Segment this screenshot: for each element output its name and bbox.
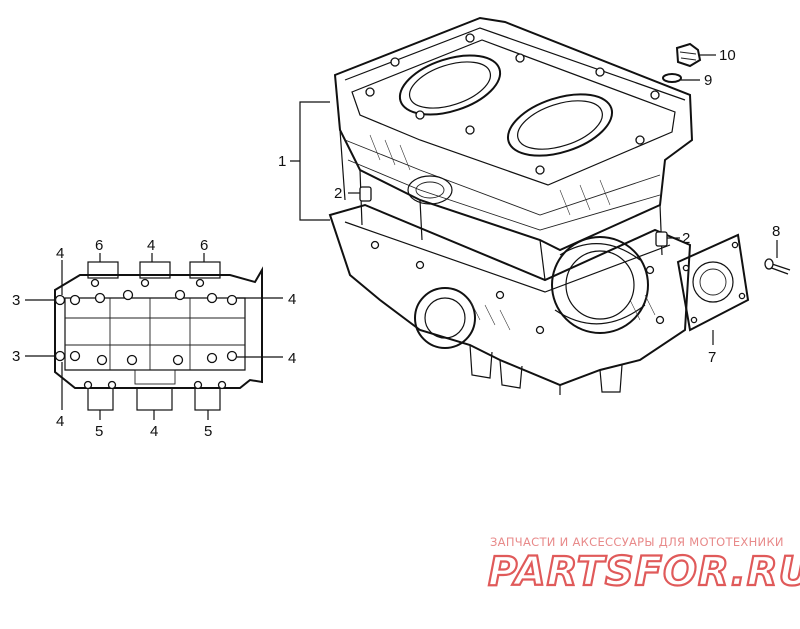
plug-part-10 — [675, 42, 702, 68]
callout-7: 7 — [708, 349, 716, 366]
callout-bottom-4-right-upper: 4 — [288, 291, 296, 308]
callout-8: 8 — [772, 223, 780, 240]
callout-2a: 2 — [334, 185, 342, 202]
callout-bottom-4-top: 4 — [147, 237, 155, 254]
bolt-part-8 — [764, 258, 791, 275]
washer-part-9 — [662, 73, 682, 83]
callout-9: 9 — [704, 72, 712, 89]
callout-bottom-4-left-upper: 4 — [56, 245, 64, 262]
callout-2b: 2 — [682, 230, 690, 247]
callout-bottom-3-lower: 3 — [12, 348, 20, 365]
callout-bottom-4-right-lower: 4 — [288, 350, 296, 367]
callout-1: 1 — [278, 153, 286, 170]
dowel-pin-2b — [655, 231, 668, 247]
watermark-caption: ЗАПЧАСТИ И АКСЕССУАРЫ ДЛЯ МОТОТЕХНИКИ — [490, 535, 784, 549]
callout-bottom-5b: 5 — [204, 423, 212, 440]
dowel-pin-2a — [359, 186, 372, 202]
crankcase-lower — [328, 203, 692, 395]
side-cover-gasket — [676, 233, 750, 332]
callout-bottom-6b: 6 — [200, 237, 208, 254]
callout-bottom-6a: 6 — [95, 237, 103, 254]
callout-bottom-4-left-lower: 4 — [56, 413, 64, 430]
callout-bottom-5a: 5 — [95, 423, 103, 440]
callout-10: 10 — [719, 47, 736, 64]
callout-bottom-4-bottom: 4 — [150, 423, 158, 440]
crankcase-upper — [333, 16, 694, 281]
crankcase-bottom-view — [54, 261, 263, 411]
watermark-logo: PARTSFOR.RU — [488, 549, 800, 595]
callout-bottom-3-upper: 3 — [12, 292, 20, 309]
